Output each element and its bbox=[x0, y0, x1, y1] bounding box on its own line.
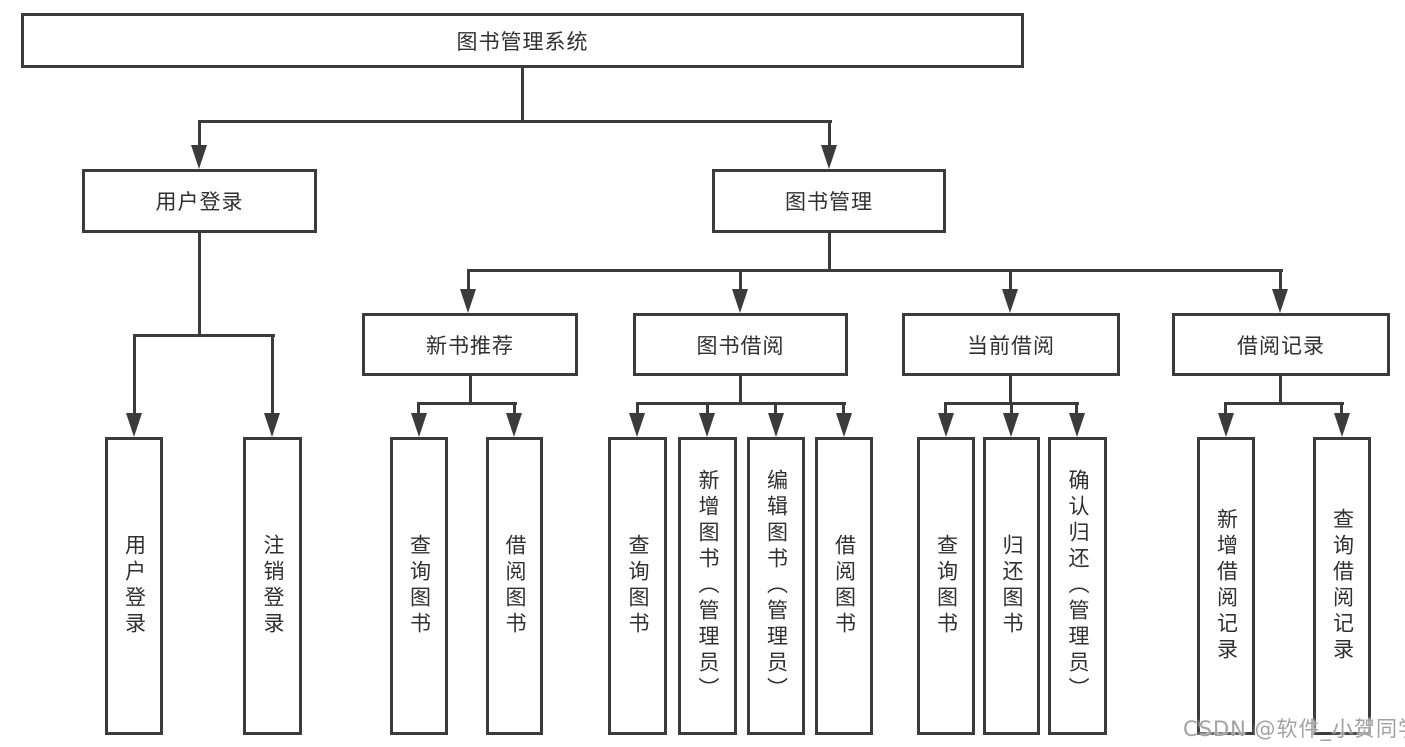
leaf-edit-book-admin-label: 编辑图书（管理员） bbox=[764, 469, 789, 703]
edge-book-stub bbox=[828, 233, 831, 272]
edge-current-leaf3-stem bbox=[1075, 402, 1078, 416]
leaf-query-borrow-record: 查询借阅记录 bbox=[1313, 437, 1371, 735]
leaf-add-borrow-record-label: 新增借阅记录 bbox=[1214, 508, 1239, 664]
leaf-confirm-return-admin-label: 确认归还（管理员） bbox=[1066, 469, 1090, 703]
edge-root-rail bbox=[198, 120, 832, 123]
leaf-confirm-return-admin: 确认归还（管理员） bbox=[1048, 437, 1107, 735]
leaf-borrow-books-recommend-label: 借阅图书 bbox=[503, 534, 527, 638]
arrow-down-icon bbox=[938, 413, 954, 437]
node-user-login: 用户登录 bbox=[82, 169, 317, 233]
leaf-return-books: 归还图书 bbox=[983, 437, 1040, 735]
edge-records-rail bbox=[1224, 402, 1344, 405]
edge-records-stub bbox=[1279, 376, 1282, 405]
arrow-down-icon bbox=[1272, 289, 1288, 313]
edge-user-leaf1-stem bbox=[133, 334, 136, 416]
leaf-edit-book-admin: 编辑图书（管理员） bbox=[747, 437, 805, 735]
arrow-down-icon bbox=[506, 413, 522, 437]
edge-borrow-leaf3-stem bbox=[774, 402, 777, 416]
arrow-down-icon bbox=[460, 289, 476, 313]
leaf-query-books-recommend-label: 查询图书 bbox=[407, 534, 432, 638]
node-current-borrow: 当前借阅 bbox=[902, 313, 1120, 376]
leaf-add-borrow-record: 新增借阅记录 bbox=[1197, 437, 1255, 735]
leaf-borrow-books: 借阅图书 bbox=[815, 437, 873, 735]
arrow-down-icon bbox=[699, 413, 715, 437]
edge-records-leaf1-stem bbox=[1224, 402, 1227, 416]
edge-current-leaf1-stem bbox=[944, 402, 947, 416]
leaf-add-book-admin-label: 新增图书（管理员） bbox=[696, 469, 720, 703]
leaf-borrow-books-label: 借阅图书 bbox=[832, 534, 857, 638]
leaf-user-login-label: 用户登录 bbox=[122, 534, 147, 638]
leaf-logout-label: 注销登录 bbox=[261, 534, 285, 638]
arrow-down-icon bbox=[732, 289, 748, 313]
edge-user-leaf2-stem bbox=[271, 334, 274, 416]
node-root: 图书管理系统 bbox=[21, 13, 1024, 68]
arrow-down-icon bbox=[1218, 413, 1234, 437]
edge-newbook-leaf2-stem bbox=[513, 402, 516, 416]
csdn-watermark: CSDN @软件_小贺同学 bbox=[1183, 717, 1405, 741]
edge-borrow-leaf2-stem bbox=[706, 402, 709, 416]
edge-user-rail bbox=[133, 334, 275, 337]
node-borrow-records: 借阅记录 bbox=[1172, 313, 1390, 376]
edge-borrow-leaf1-stem bbox=[636, 402, 639, 416]
edge-current-stub bbox=[1009, 376, 1012, 405]
edge-newbook-stem bbox=[467, 269, 470, 292]
arrow-down-icon bbox=[836, 413, 852, 437]
arrow-down-icon bbox=[1002, 289, 1018, 313]
edge-root-stub bbox=[521, 68, 524, 122]
node-book-borrow: 图书借阅 bbox=[633, 313, 848, 376]
leaf-add-book-admin: 新增图书（管理员） bbox=[678, 437, 737, 735]
edge-records-stem bbox=[1279, 269, 1282, 292]
arrow-down-icon bbox=[126, 413, 142, 437]
arrow-down-icon bbox=[264, 413, 280, 437]
node-book-management: 图书管理 bbox=[712, 169, 946, 233]
edge-current-leaf2-stem bbox=[1010, 402, 1013, 416]
edge-newbook-stub bbox=[469, 376, 472, 405]
arrow-down-icon bbox=[821, 145, 837, 169]
leaf-query-books-current: 查询图书 bbox=[917, 437, 975, 735]
arrow-down-icon bbox=[768, 413, 784, 437]
arrow-down-icon bbox=[1069, 413, 1085, 437]
edge-newbook-leaf1-stem bbox=[417, 402, 420, 416]
arrow-down-icon bbox=[411, 413, 427, 437]
leaf-borrow-books-recommend: 借阅图书 bbox=[486, 437, 543, 735]
arrow-down-icon bbox=[629, 413, 645, 437]
edge-borrow-stem bbox=[739, 269, 742, 292]
edge-book-mgmt-stem bbox=[828, 120, 831, 150]
edge-borrow-stub bbox=[739, 376, 742, 405]
leaf-query-books-recommend: 查询图书 bbox=[390, 437, 448, 735]
leaf-query-borrow-record-label: 查询借阅记录 bbox=[1330, 508, 1355, 664]
leaf-query-books-borrow-label: 查询图书 bbox=[626, 534, 650, 638]
edge-book-rail bbox=[467, 269, 1283, 272]
edge-current-stem bbox=[1009, 269, 1012, 292]
edge-user-login-stem bbox=[198, 120, 201, 150]
arrow-down-icon bbox=[1334, 413, 1350, 437]
leaf-user-login: 用户登录 bbox=[105, 437, 163, 735]
edge-borrow-leaf4-stem bbox=[842, 402, 845, 416]
leaf-query-books-borrow: 查询图书 bbox=[608, 437, 667, 735]
arrow-down-icon bbox=[1003, 413, 1019, 437]
leaf-return-books-label: 归还图书 bbox=[1000, 534, 1024, 638]
edge-borrow-rail bbox=[636, 402, 846, 405]
edge-records-leaf2-stem bbox=[1340, 402, 1343, 416]
node-new-book-recommend: 新书推荐 bbox=[362, 313, 578, 376]
leaf-query-books-current-label: 查询图书 bbox=[934, 534, 959, 638]
arrow-down-icon bbox=[191, 145, 207, 169]
leaf-logout: 注销登录 bbox=[243, 437, 302, 735]
edge-user-stub bbox=[198, 233, 201, 336]
edge-newbook-rail bbox=[417, 402, 517, 405]
